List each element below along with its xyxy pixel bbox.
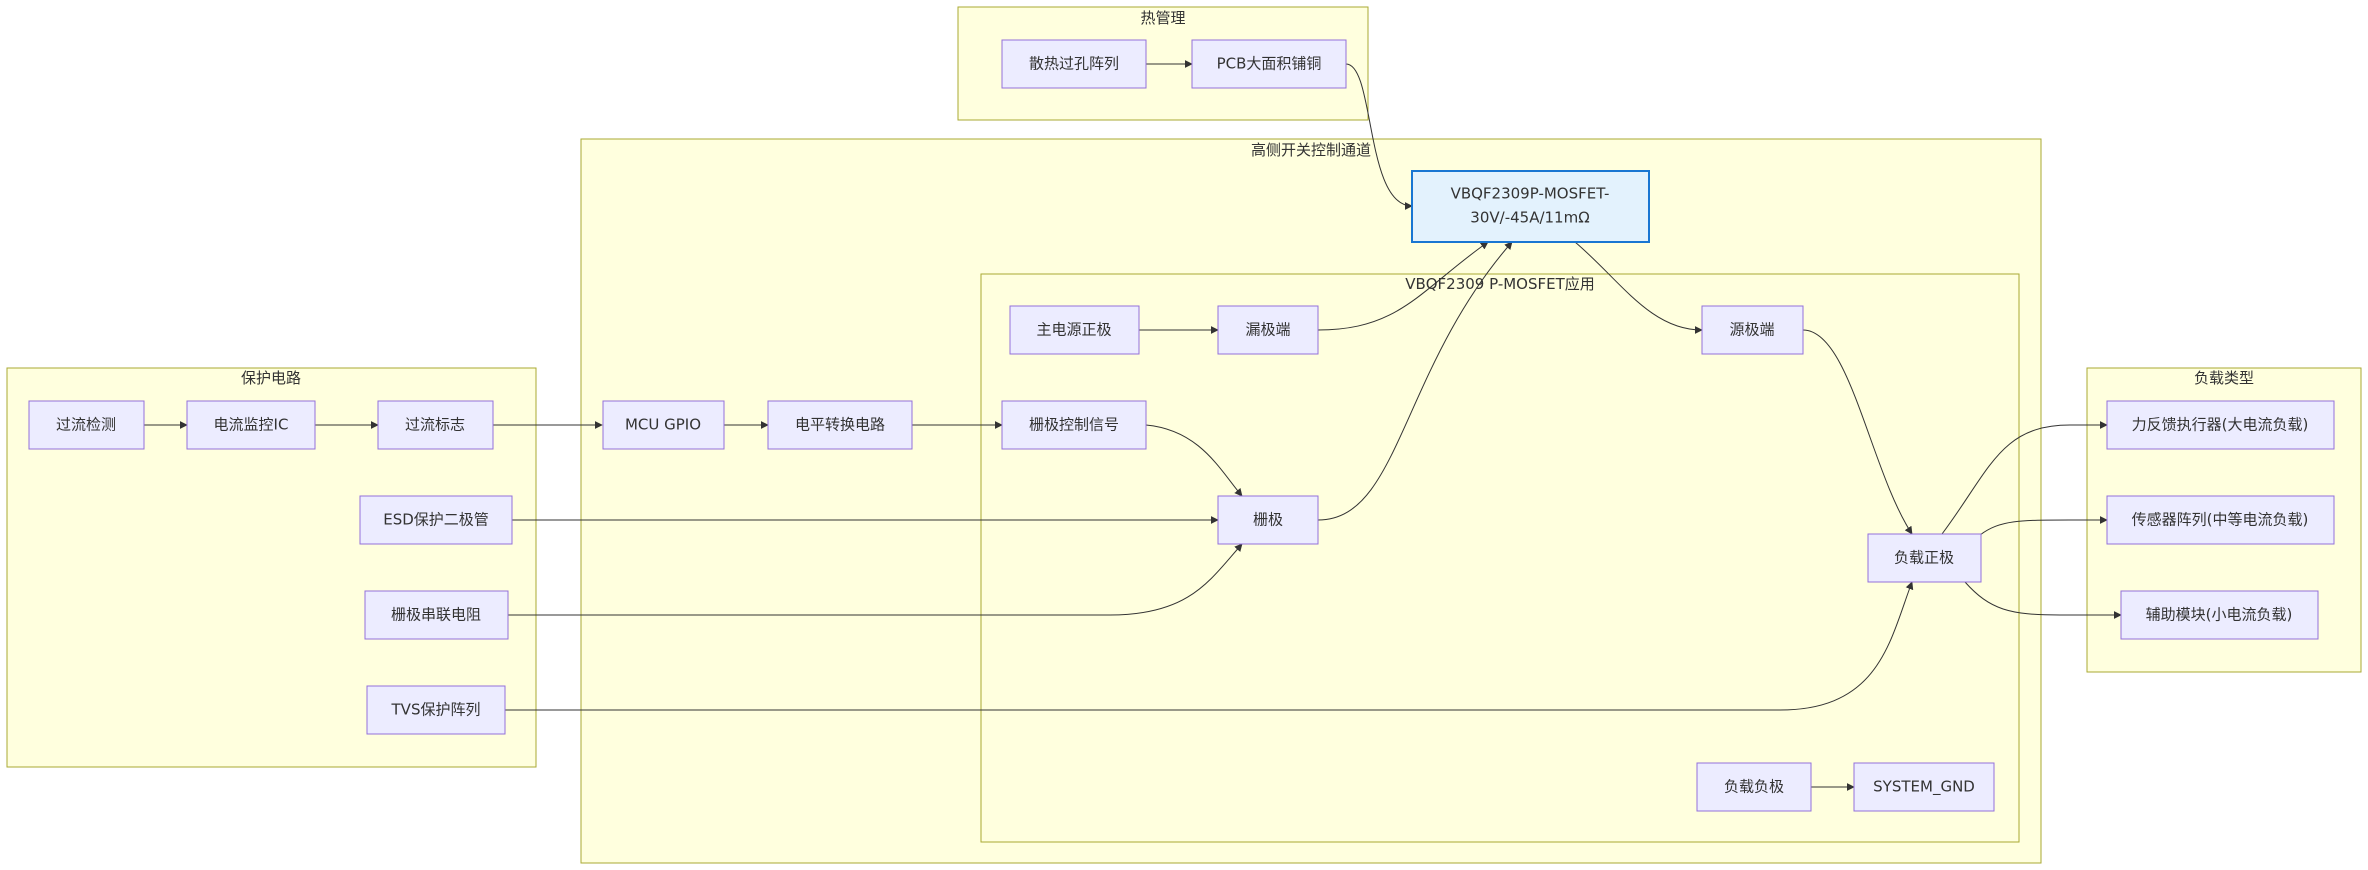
node-vias[interactable]: 散热过孔阵列 [1001, 39, 1147, 89]
node-system-gnd[interactable]: SYSTEM_GND [1853, 762, 1995, 812]
cluster-protection-label: 保护电路 [241, 369, 301, 387]
mosfet-label-line2: 30V/-45A/11mΩ [1470, 209, 1589, 227]
edge-loadpos-mid [1979, 516, 2108, 536]
node-esd-diode[interactable]: ESD保护二极管 [359, 495, 513, 545]
edge-drain-mosfet [1317, 241, 1489, 331]
node-overcurrent-flag[interactable]: 过流标志 [377, 400, 494, 450]
svg-text:SYSTEM_GND: SYSTEM_GND [1873, 778, 1975, 797]
svg-text:负载正极: 负载正极 [1894, 549, 1954, 567]
edge-loadpos-low [1964, 581, 2122, 619]
node-current-monitor-ic[interactable]: 电流监控IC [186, 400, 316, 450]
svg-text:电流监控IC: 电流监控IC [214, 416, 289, 434]
edge-mosfet-source [1574, 241, 1703, 334]
edge-loadpos-high [1941, 421, 2108, 535]
node-copper[interactable]: PCB大面积铺铜 [1191, 39, 1347, 89]
node-drain[interactable]: 漏极端 [1217, 305, 1319, 355]
node-load-high-current[interactable]: 力反馈执行器(大电流负载) [2106, 400, 2335, 450]
svg-text:力反馈执行器(大电流负载): 力反馈执行器(大电流负载) [2132, 416, 2309, 434]
node-load-medium-current[interactable]: 传感器阵列(中等电流负载) [2106, 495, 2335, 545]
node-gate[interactable]: 栅极 [1217, 495, 1319, 545]
node-main-power-positive[interactable]: 主电源正极 [1009, 305, 1140, 355]
cluster-mosfet-application: VBQF2309 P-MOSFET应用 [980, 273, 2020, 843]
edge-copper-mosfet [1345, 63, 1413, 210]
svg-text:传感器阵列(中等电流负载): 传感器阵列(中等电流负载) [2132, 511, 2309, 529]
node-load-positive[interactable]: 负载正极 [1867, 533, 1982, 583]
edge-gateres-gate [508, 543, 1243, 616]
node-source[interactable]: 源极端 [1701, 305, 1804, 355]
node-tvs-array[interactable]: TVS保护阵列 [366, 685, 506, 735]
edge-tvs-loadpos [505, 581, 1914, 711]
edge-source-loadpos [1802, 329, 1913, 535]
edge-gate-mosfet [1317, 241, 1513, 521]
cluster-high-side-label: 高侧开关控制通道 [1251, 141, 1371, 159]
svg-text:源极端: 源极端 [1729, 321, 1774, 339]
svg-text:PCB大面积铺铜: PCB大面积铺铜 [1217, 55, 1322, 73]
node-gate-control-signal[interactable]: 栅极控制信号 [1001, 400, 1147, 450]
cluster-thermal-label: 热管理 [1140, 9, 1185, 27]
svg-text:过流检测: 过流检测 [56, 416, 116, 434]
node-load-negative[interactable]: 负载负极 [1696, 762, 1812, 812]
edge-gatectrl-gate [1145, 424, 1243, 497]
svg-text:栅极串联电阻: 栅极串联电阻 [391, 606, 481, 624]
svg-text:ESD保护二极管: ESD保护二极管 [383, 511, 489, 529]
cluster-app-label: VBQF2309 P-MOSFET应用 [1405, 275, 1595, 293]
node-gate-series-resistor[interactable]: 栅极串联电阻 [364, 590, 509, 640]
svg-text:MCU GPIO: MCU GPIO [625, 416, 701, 434]
node-overcurrent-detect[interactable]: 过流检测 [28, 400, 145, 450]
cluster-load-types-label: 负载类型 [2194, 369, 2254, 387]
node-mosfet[interactable]: VBQF2309P-MOSFET- 30V/-45A/11mΩ [1411, 170, 1650, 243]
node-level-shift[interactable]: 电平转换电路 [767, 400, 913, 450]
edges [144, 60, 2122, 791]
svg-text:栅极: 栅极 [1253, 511, 1283, 529]
svg-text:TVS保护阵列: TVS保护阵列 [391, 701, 481, 719]
svg-text:电平转换电路: 电平转换电路 [795, 416, 885, 434]
node-mcu-gpio[interactable]: MCU GPIO [602, 400, 725, 450]
svg-text:主电源正极: 主电源正极 [1036, 321, 1111, 339]
mosfet-label-line1: VBQF2309P-MOSFET- [1451, 185, 1610, 203]
svg-text:负载负极: 负载负极 [1724, 778, 1784, 796]
svg-text:漏极端: 漏极端 [1245, 321, 1290, 339]
node-load-low-current[interactable]: 辅助模块(小电流负载) [2120, 590, 2319, 640]
svg-text:栅极控制信号: 栅极控制信号 [1029, 416, 1119, 434]
svg-text:辅助模块(小电流负载): 辅助模块(小电流负载) [2146, 606, 2293, 624]
svg-text:散热过孔阵列: 散热过孔阵列 [1029, 55, 1119, 73]
svg-text:过流标志: 过流标志 [405, 416, 465, 434]
